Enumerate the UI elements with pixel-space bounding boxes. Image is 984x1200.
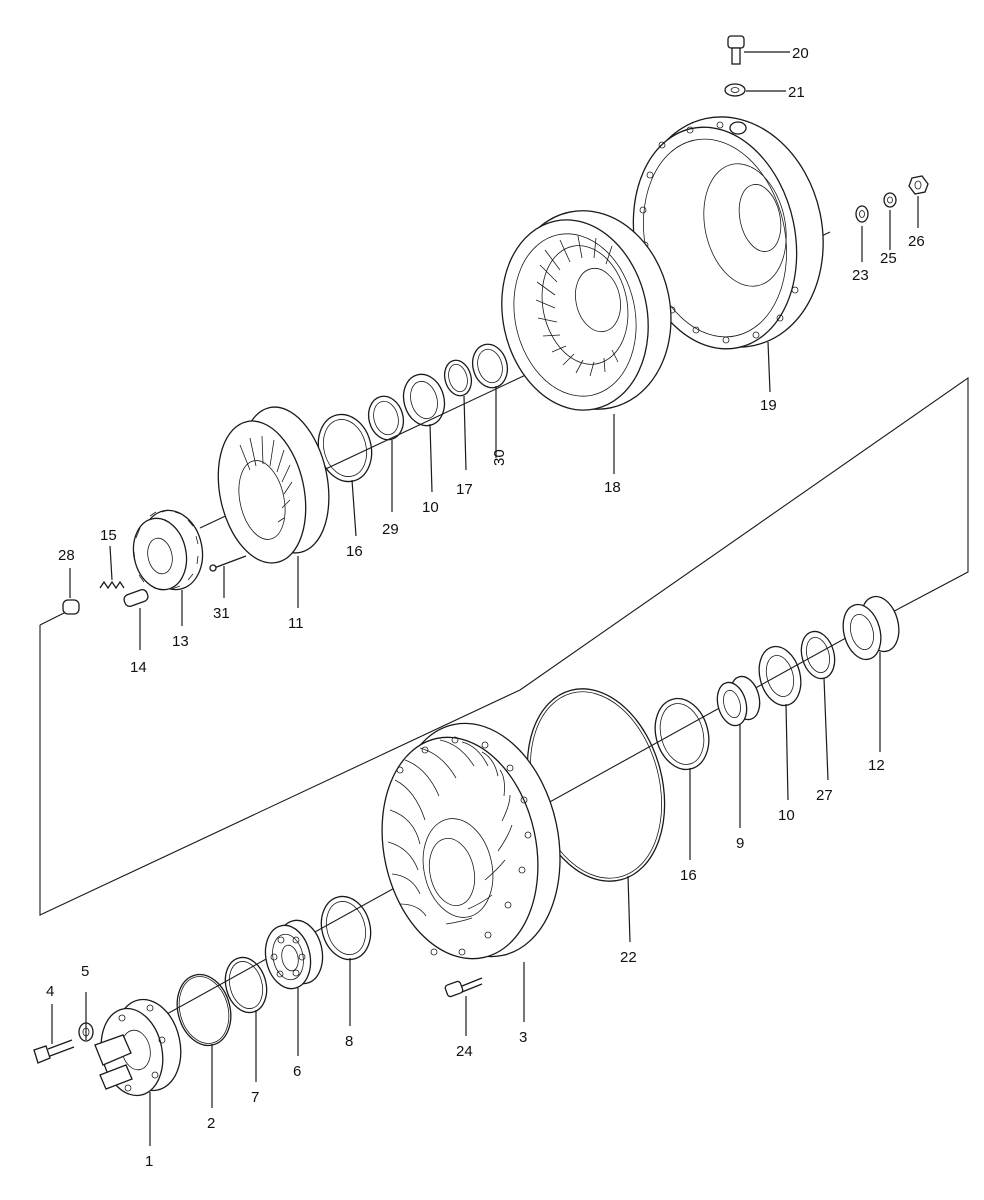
part-9-bushing — [716, 675, 761, 727]
callout-16-upper: 16 — [346, 543, 363, 560]
callout-16-lower: 16 — [680, 867, 697, 884]
part-29-washer — [367, 395, 405, 441]
callout-21: 21 — [788, 84, 805, 101]
assembly-frame-line — [39, 625, 521, 916]
callout-22: 22 — [620, 949, 637, 966]
part-31-pin — [209, 555, 247, 572]
part-24-bolt — [444, 977, 483, 998]
part-1-flange — [94, 998, 182, 1097]
callout-7: 7 — [251, 1089, 259, 1106]
callout-20: 20 — [792, 45, 809, 62]
callout-3: 3 — [519, 1029, 527, 1046]
callout-24: 24 — [456, 1043, 473, 1060]
part-18-turbine-wheel — [501, 210, 672, 411]
part-27-ring — [800, 630, 836, 680]
callout-18: 18 — [604, 479, 621, 496]
callout-6: 6 — [293, 1063, 301, 1080]
part-4-bolt — [33, 1039, 75, 1064]
callout-28: 28 — [58, 547, 75, 564]
part-6-ball-bearing — [264, 919, 324, 990]
callout-10-lower: 10 — [778, 807, 795, 824]
callout-13: 13 — [172, 633, 189, 650]
part-13-gear — [132, 509, 204, 591]
callout-17: 17 — [456, 481, 473, 498]
part-20-bolt — [727, 35, 745, 65]
part-10-washer-lower — [758, 645, 802, 707]
callout-11: 11 — [288, 615, 304, 632]
leader-lines — [51, 51, 919, 1146]
callout-1: 1 — [145, 1153, 153, 1170]
callout-31: 31 — [213, 605, 230, 622]
part-12-needle-bearing — [842, 595, 900, 661]
part-14-roller — [123, 589, 149, 607]
callout-12: 12 — [868, 757, 885, 774]
callout-4: 4 — [46, 983, 54, 1000]
part-21-washer — [724, 83, 746, 97]
callout-8: 8 — [345, 1033, 353, 1050]
part-19-housing — [632, 116, 824, 350]
part-8-circlip — [320, 895, 372, 961]
callout-30: 30 — [491, 449, 508, 466]
part-7-snap-ring — [224, 956, 268, 1014]
part-3-pump-housing — [381, 722, 561, 960]
part-10-washer-upper — [402, 373, 446, 427]
callout-15: 15 — [100, 527, 117, 544]
callout-29: 29 — [382, 521, 399, 538]
callout-25: 25 — [880, 250, 897, 267]
callout-10-upper: 10 — [422, 499, 439, 516]
part-2-o-ring — [176, 973, 232, 1047]
part-15-spring — [99, 580, 125, 590]
callout-19: 19 — [760, 397, 777, 414]
part-16-circlip-lower — [654, 697, 710, 771]
callout-2: 2 — [207, 1115, 215, 1132]
callout-27: 27 — [816, 787, 833, 804]
callout-23: 23 — [852, 267, 869, 284]
part-17-snap-ring — [443, 359, 473, 397]
part-26-nut — [908, 175, 929, 195]
part-11-stator — [217, 406, 330, 564]
callout-9: 9 — [736, 835, 744, 852]
callout-26: 26 — [908, 233, 925, 250]
part-23-washer — [855, 205, 869, 223]
callout-14: 14 — [130, 659, 147, 676]
callout-5: 5 — [81, 963, 89, 980]
part-28-cap — [62, 599, 80, 615]
part-25-lock-washer — [883, 192, 897, 208]
assembly-frame-line-right — [519, 376, 969, 691]
